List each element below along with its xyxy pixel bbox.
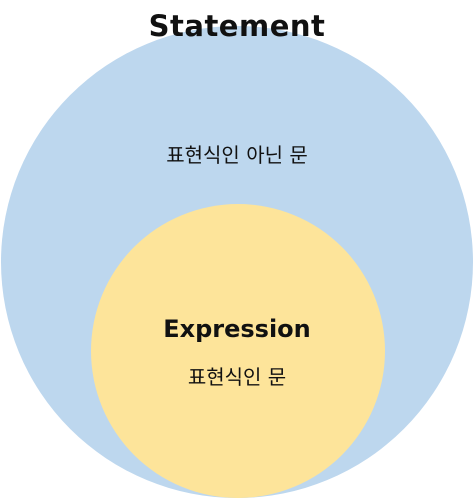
statement-description: 표현식인 아닌 문 [166,143,308,167]
expression-circle [91,204,385,498]
expression-title: Expression [163,315,311,343]
expression-description: 표현식인 문 [187,365,287,389]
statement-title: Statement [148,9,326,43]
